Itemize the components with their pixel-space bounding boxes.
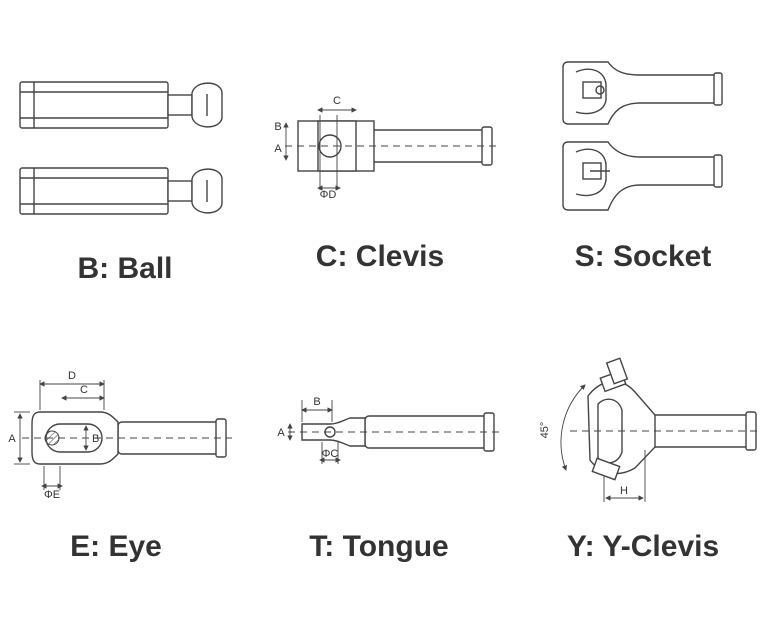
tongue-dim-phic: ΦC xyxy=(322,448,339,460)
tongue-dim-b: B xyxy=(313,396,320,408)
eye-fitting-drawing: D C A B ΦE xyxy=(8,370,232,501)
socket-fitting-bottom xyxy=(562,141,723,211)
caption-ball: B: Ball xyxy=(77,252,173,285)
ball-fitting-drawing xyxy=(19,81,223,215)
tongue-dim-a: A xyxy=(277,427,285,439)
caption-clevis: C: Clevis xyxy=(315,240,445,273)
clevis-dim-phid: ΦD xyxy=(320,189,337,201)
caption-eye: E: Eye xyxy=(70,530,162,563)
socket-fitting-top xyxy=(562,61,723,125)
eye-dim-c: C xyxy=(80,384,88,396)
eye-dim-a: A xyxy=(8,433,16,445)
clevis-dim-a: A xyxy=(274,143,282,155)
clevis-dim-c: C xyxy=(333,95,341,107)
y-clevis-dim-h: H xyxy=(620,485,628,497)
eye-dim-d: D xyxy=(68,370,76,382)
eye-dim-phie: ΦE xyxy=(44,489,60,501)
ball-fitting-bottom xyxy=(19,167,223,215)
eye-dim-b: B xyxy=(92,433,99,445)
clevis-dim-b: B xyxy=(274,121,281,133)
tongue-fitting-drawing: B A ΦC xyxy=(277,396,500,464)
socket-fitting-drawing xyxy=(562,61,723,211)
caption-socket: S: Socket xyxy=(574,240,712,273)
caption-tongue: T: Tongue xyxy=(309,530,449,563)
caption-y-clevis: Y: Y-Clevis xyxy=(566,530,720,563)
ball-fitting-top xyxy=(19,81,223,129)
clevis-fitting-drawing: C A B ΦD xyxy=(274,95,500,201)
y-clevis-fitting-drawing: 45° H xyxy=(539,357,762,502)
y-clevis-dim-angle: 45° xyxy=(539,422,551,439)
